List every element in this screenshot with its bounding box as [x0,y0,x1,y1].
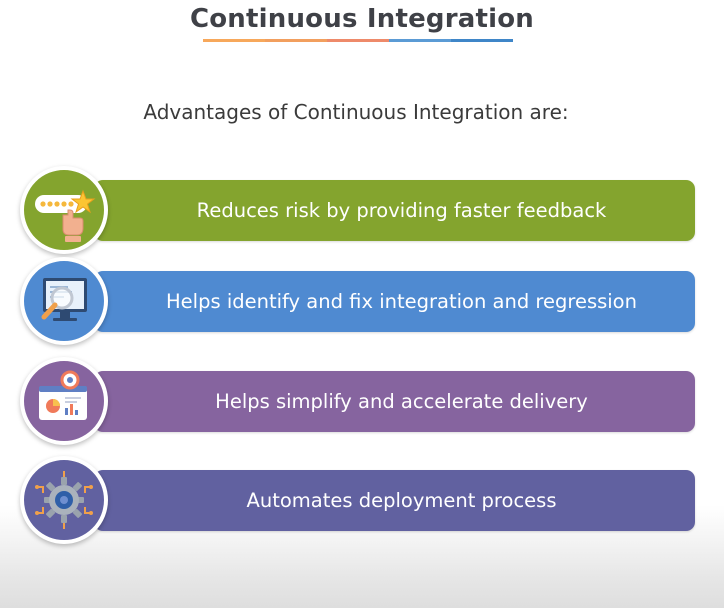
analytics-dashboard-icon [39,370,87,420]
gear-circuit-icon [35,471,93,529]
advantage-badge [20,357,108,445]
intro-text: Advantages of Continuous Integration are… [143,100,569,124]
advantage-bar: Reduces risk by providing faster feedbac… [94,180,695,241]
page-title: Continuous Integration [189,4,535,34]
underline-segment [327,39,389,42]
advantage-item-deployment: Automates deployment process [20,456,696,544]
underline-segment [389,39,451,42]
advantage-badge [20,166,108,254]
advantage-bar: Helps identify and fix integration and r… [94,271,695,332]
advantage-item-delivery: Helps simplify and accelerate delivery [20,357,696,445]
advantage-label: Helps identify and fix integration and r… [166,290,637,313]
underline-segment [265,39,327,42]
advantage-item-integration: Helps identify and fix integration and r… [20,257,696,345]
advantage-badge [20,456,108,544]
advantage-label: Helps simplify and accelerate delivery [215,390,588,413]
advantage-bar: Helps simplify and accelerate delivery [94,371,695,432]
advantage-item-feedback: Reduces risk by providing faster feedbac… [20,166,696,254]
monitor-magnifier-icon [41,278,87,321]
advantage-badge [20,257,108,345]
title-underline [203,39,513,42]
advantage-bar: Automates deployment process [94,470,695,531]
advantage-label: Reduces risk by providing faster feedbac… [196,199,607,222]
advantage-label: Automates deployment process [246,489,557,512]
underline-segment [203,39,265,42]
rating-stars-hand-icon [35,189,96,242]
underline-segment [451,39,513,42]
